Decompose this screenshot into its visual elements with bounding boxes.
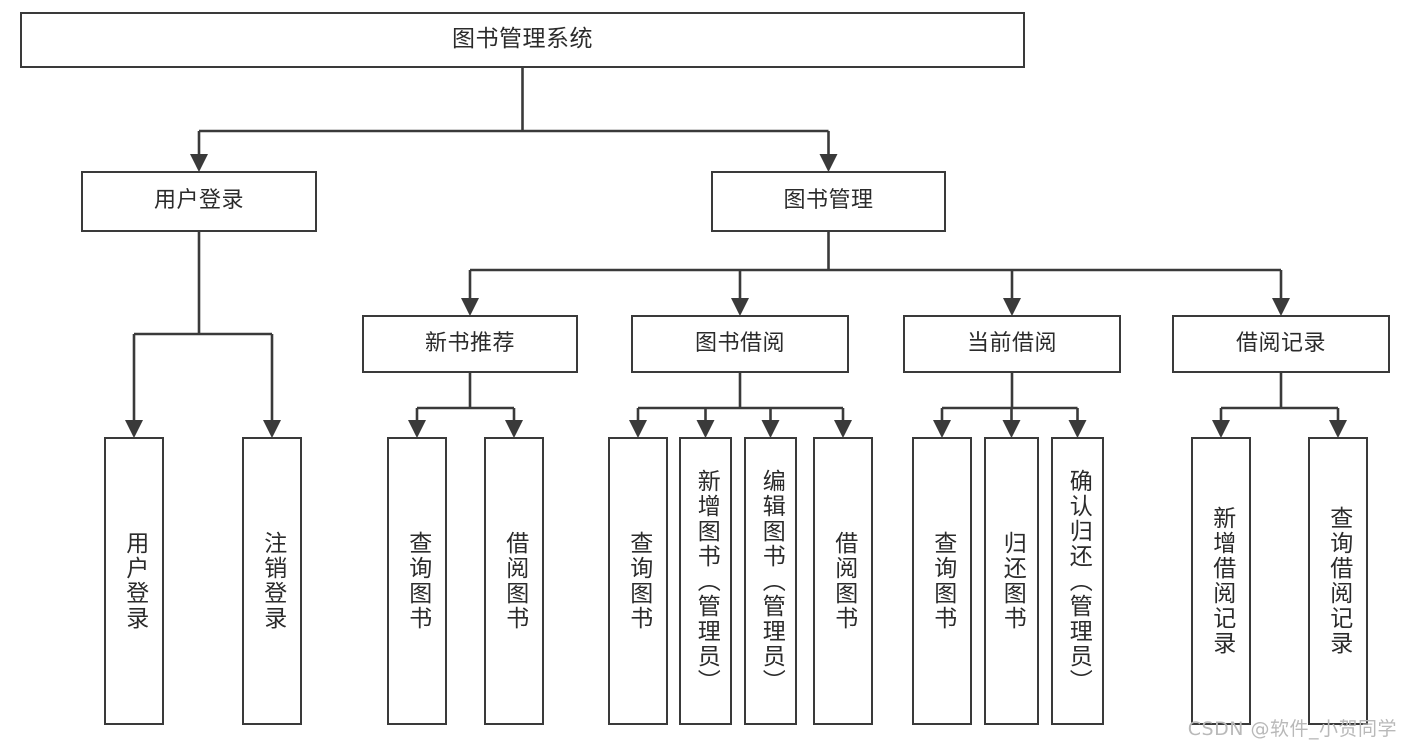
node-borrow-book-1: 借阅图书 [484,437,544,725]
node-label-borrow-book-1: 借阅图书 [501,531,528,631]
node-label-confirm-return-admin: 确认归还（管理员） [1065,468,1092,694]
node-label-add-book-admin: 新增图书（管理员） [693,468,720,694]
node-edit-book-admin: 编辑图书（管理员） [744,437,797,725]
node-query-book-3: 查询图书 [912,437,972,725]
node-new-book-recommend: 新书推荐 [362,315,578,373]
node-label-add-borrow-record: 新增借阅记录 [1208,506,1235,656]
node-label-query-book-1: 查询图书 [404,531,431,631]
node-label-edit-book-admin: 编辑图书（管理员） [758,468,785,694]
node-label-user-logout-leaf: 注销登录 [259,531,286,631]
csdn-watermark: CSDN @软件_小贺同学 [1187,718,1397,740]
node-return-book: 归还图书 [984,437,1039,725]
node-root: 图书管理系统 [20,12,1025,68]
node-label-user-login: 用户登录 [153,188,244,214]
node-current-borrow: 当前借阅 [903,315,1121,373]
node-label-root: 图书管理系统 [452,26,593,53]
node-label-borrow-records: 借阅记录 [1235,330,1326,356]
node-book-borrow: 图书借阅 [631,315,849,373]
node-label-new-book-recommend: 新书推荐 [424,330,515,356]
node-label-query-book-3: 查询图书 [929,531,956,631]
node-label-current-borrow: 当前借阅 [966,330,1057,356]
node-query-book-1: 查询图书 [387,437,447,725]
node-user-logout-leaf: 注销登录 [242,437,302,725]
node-label-borrow-book-2: 借阅图书 [830,531,857,631]
node-query-book-2: 查询图书 [608,437,668,725]
node-label-query-borrow-record: 查询借阅记录 [1325,506,1352,656]
node-book-management: 图书管理 [711,171,946,232]
node-borrow-book-2: 借阅图书 [813,437,873,725]
node-query-borrow-record: 查询借阅记录 [1308,437,1368,725]
node-label-user-login-leaf: 用户登录 [121,531,148,631]
node-label-book-borrow: 图书借阅 [694,330,785,356]
node-label-query-book-2: 查询图书 [625,531,652,631]
node-add-borrow-record: 新增借阅记录 [1191,437,1251,725]
node-label-book-management: 图书管理 [783,188,874,214]
node-borrow-records: 借阅记录 [1172,315,1390,373]
node-confirm-return-admin: 确认归还（管理员） [1051,437,1104,725]
node-user-login-leaf: 用户登录 [104,437,164,725]
node-add-book-admin: 新增图书（管理员） [679,437,732,725]
node-label-return-book: 归还图书 [999,531,1026,631]
node-user-login: 用户登录 [81,171,317,232]
